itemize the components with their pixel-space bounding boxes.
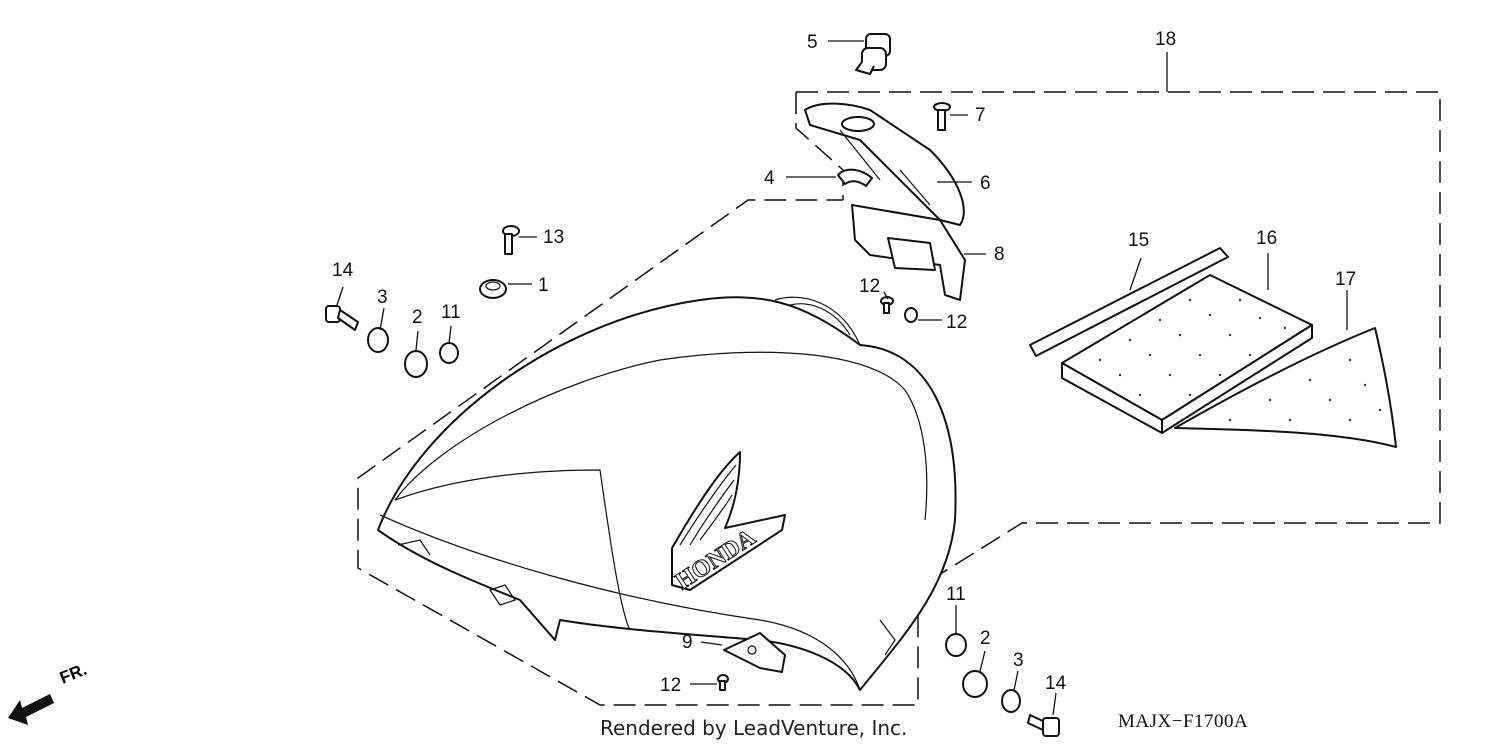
callout-12-bottom: 12 — [660, 675, 681, 696]
callout-16: 16 — [1256, 228, 1277, 249]
leader-lines — [336, 40, 1348, 716]
part-8-bracket — [851, 204, 966, 301]
front-direction-arrow-icon — [8, 694, 54, 725]
callout-14-right: 14 — [1045, 673, 1067, 694]
assembly-boundary — [357, 91, 1441, 706]
right-fastener-set — [945, 633, 1060, 737]
callout-3-left: 3 — [377, 287, 388, 308]
part-15-strip — [1029, 247, 1229, 357]
callout-12-upper: 12 — [859, 276, 880, 297]
callout-2-right: 2 — [980, 628, 991, 649]
triangle-texture-dots — [1228, 358, 1382, 422]
part-4-clip — [837, 168, 873, 187]
part-9-stay — [723, 632, 786, 673]
part-17-triangle-pad — [1174, 327, 1397, 448]
part-7-screw — [933, 102, 951, 131]
callout-3-right: 3 — [1013, 650, 1024, 671]
callout-7: 7 — [975, 105, 986, 126]
callout-15: 15 — [1128, 230, 1149, 251]
callout-8: 8 — [994, 244, 1005, 265]
part-1-grommet — [479, 279, 507, 299]
callout-labels: 5 18 7 4 6 13 8 15 16 14 1 17 3 12 2 11 … — [332, 29, 1356, 696]
callout-17: 17 — [1335, 269, 1356, 290]
part-13-bolt — [502, 225, 520, 255]
part-12-screws — [717, 296, 918, 691]
callout-6: 6 — [980, 173, 991, 194]
callout-1: 1 — [538, 275, 549, 296]
callout-11-right: 11 — [946, 584, 966, 605]
left-fastener-set — [325, 305, 459, 378]
part-5-key-lock — [855, 33, 891, 75]
part-6-upper-cover — [804, 102, 965, 226]
callout-5: 5 — [807, 32, 818, 53]
callout-12-lower: 12 — [946, 312, 967, 333]
render-credit: Rendered by LeadVenture, Inc. — [600, 716, 908, 740]
diagram-code: MAJX−F1700A — [1118, 711, 1249, 732]
sponge-texture-dots — [1098, 298, 1287, 397]
callout-4: 4 — [764, 168, 775, 189]
part-16-sponge — [1061, 274, 1313, 434]
callout-11-left: 11 — [441, 302, 461, 323]
seat-cowl — [377, 296, 957, 691]
callout-9: 9 — [682, 632, 693, 653]
callout-14-left: 14 — [332, 260, 354, 281]
callout-13: 13 — [543, 227, 564, 248]
callout-18: 18 — [1155, 29, 1176, 50]
callout-2-left: 2 — [412, 307, 423, 328]
